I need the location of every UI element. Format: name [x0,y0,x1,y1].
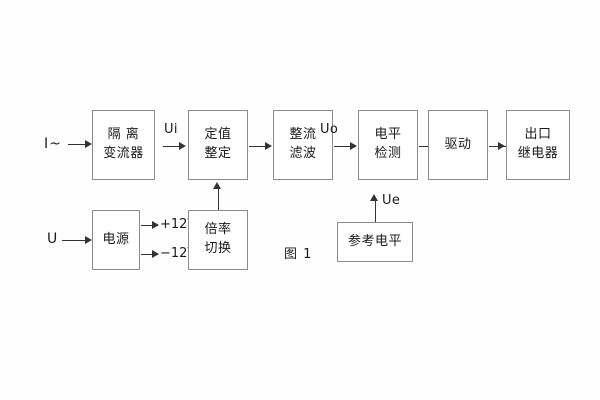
connector-reference-to-level-arrow-icon [370,194,378,201]
signal-ui-line [163,146,180,147]
connector-reference-to-level [374,200,376,222]
block-setting-adjust-line1: 定值 [204,127,232,143]
block-level-detect[interactable]: 电平 检测 [358,110,418,180]
block-multiplier-switch-line2: 切换 [204,241,232,256]
block-level-detect-line2: 检测 [374,146,402,161]
voltage-input-line [62,240,86,241]
current-input-line [68,144,86,145]
figure-caption: 图 1 [284,247,313,262]
connector-level-to-drive [419,146,436,147]
connector-setting-to-rectify-arrow-icon [265,141,272,150]
rail-negative-label: −12V [160,246,197,261]
signal-ue-label: Ue [382,193,401,208]
signal-ui-arrow-icon [179,141,186,150]
rail-positive-arrow-icon [152,220,159,229]
current-input-label: I~ [44,136,62,152]
block-rectify-filter-line1: 整流 [289,127,317,143]
connector-multiplier-to-setting [217,188,219,210]
block-drive-line1: 驱动 [444,136,472,152]
voltage-input-arrow-icon [85,235,92,244]
connector-drive-to-relay [489,146,506,147]
block-isolation-ct-line1: 隔 离 [107,127,140,143]
signal-uo-label: Uo [320,122,339,137]
block-output-relay-line2: 继电器 [517,146,559,161]
block-output-relay-line1: 出口 [524,127,552,143]
block-output-relay[interactable]: 出口 继电器 [506,110,570,180]
connector-drive-to-relay-arrow-icon [498,141,505,150]
block-multiplier-switch[interactable]: 倍率 切换 [188,210,248,270]
block-power-supply[interactable]: 电源 [92,210,140,270]
block-setting-adjust-line2: 整定 [204,146,232,161]
block-setting-adjust[interactable]: 定值 整定 [188,110,248,180]
signal-ui-label: Ui [164,122,178,137]
block-rectify-filter[interactable]: 整流 滤波 [273,110,333,180]
block-drive[interactable]: 驱动 [428,110,488,180]
rail-negative-line [141,254,158,255]
connector-setting-to-rectify [249,146,266,147]
block-reference-level-line1: 参考电平 [347,233,402,249]
rail-positive-line [141,225,158,226]
voltage-input-label: U [47,231,59,247]
block-power-supply-line1: 电源 [102,231,130,247]
connector-multiplier-to-setting-arrow-icon [213,182,221,189]
signal-uo-arrow-icon [350,141,357,150]
block-level-detect-line1: 电平 [374,127,402,143]
block-multiplier-switch-line1: 倍率 [204,222,232,238]
block-isolation-ct[interactable]: 隔 离 变流器 [92,110,155,180]
rail-negative-arrow-icon [152,249,159,258]
current-input-arrow-icon [85,139,92,148]
rail-positive-label: +12V [160,217,197,232]
block-isolation-ct-line2: 变流器 [103,146,144,161]
block-reference-level[interactable]: 参考电平 [337,222,413,262]
block-rectify-filter-line2: 滤波 [289,146,317,161]
signal-uo-line [334,146,351,147]
